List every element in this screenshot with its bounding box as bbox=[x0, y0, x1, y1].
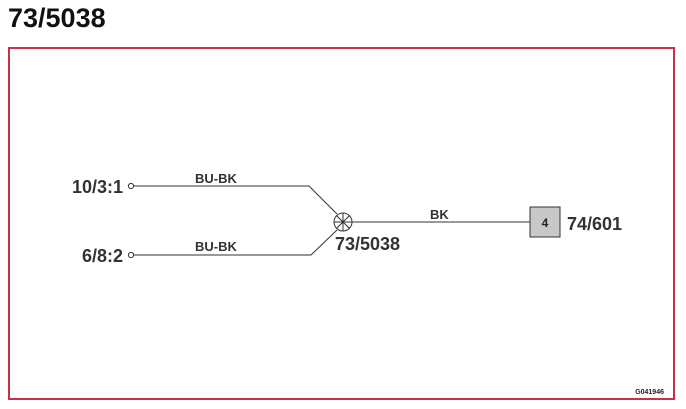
splice-icon bbox=[333, 212, 353, 232]
terminal-upper-label: 10/3:1 bbox=[72, 177, 123, 197]
wire-output-color-label: BK bbox=[430, 207, 449, 222]
wire-upper-color-label: BU-BK bbox=[195, 171, 237, 186]
diagram-frame bbox=[8, 47, 675, 400]
wire-lower bbox=[133, 229, 338, 256]
wire-upper bbox=[133, 185, 338, 215]
figure-code: G041946 bbox=[635, 389, 664, 396]
connector-label: 74/601 bbox=[567, 214, 622, 234]
wire-lower-color-label: BU-BK bbox=[195, 239, 237, 254]
connector-pin-number: 4 bbox=[542, 216, 549, 230]
terminal-lower: 6/8:2 bbox=[82, 246, 135, 266]
connector-74-601: 4 bbox=[529, 206, 561, 238]
terminal-upper: 10/3:1 bbox=[72, 177, 135, 197]
connector-box bbox=[529, 206, 561, 238]
terminal-lower-pin-icon bbox=[127, 251, 135, 259]
splice-label: 73/5038 bbox=[335, 234, 400, 254]
page-title: 73/5038 bbox=[8, 3, 106, 33]
terminal-lower-label: 6/8:2 bbox=[82, 246, 123, 266]
terminal-upper-pin-icon bbox=[127, 182, 135, 190]
